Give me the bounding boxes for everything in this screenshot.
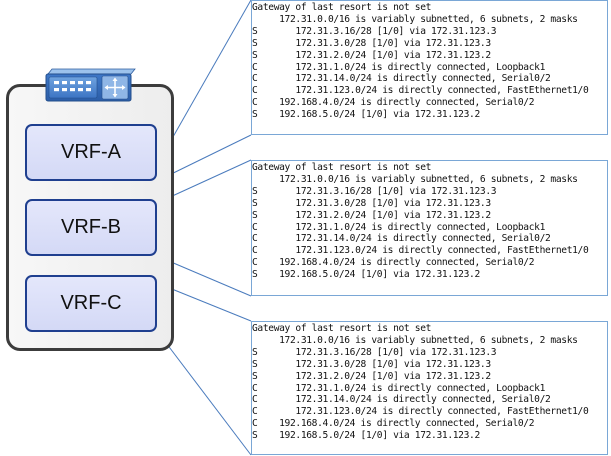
routing-table-line: C 172.31.123.0/24 is directly connected,…	[252, 406, 589, 418]
routing-table-line: S 172.31.2.0/24 [1/0] via 172.31.123.2	[252, 49, 491, 61]
vrf-b-box: VRF-B	[25, 199, 157, 256]
routing-table-vrf-b: Gateway of last resort is not set 172.31…	[251, 160, 608, 296]
routing-table-line: S 172.31.3.0/28 [1/0] via 172.31.123.3	[252, 37, 491, 49]
routing-table-vrf-c: Gateway of last resort is not set 172.31…	[251, 321, 608, 455]
routing-table-line: C 192.168.4.0/24 is directly connected, …	[252, 257, 535, 269]
vrf-a-box: VRF-A	[25, 124, 157, 181]
routing-table-line: S 192.168.5.0/24 [1/0] via 172.31.123.2	[252, 269, 480, 281]
vrf-a-label: VRF-A	[61, 141, 121, 163]
routing-table-line: S 192.168.5.0/24 [1/0] via 172.31.123.2	[252, 109, 480, 121]
vrf-b-label: VRF-B	[61, 216, 121, 238]
routing-table-line: C 172.31.14.0/24 is directly connected, …	[252, 233, 551, 245]
routing-table-line: 172.31.0.0/16 is variably subnetted, 6 s…	[252, 334, 578, 346]
routing-table-line: Gateway of last resort is not set	[252, 162, 432, 173]
routing-table-line: C 172.31.14.0/24 is directly connected, …	[252, 394, 551, 406]
routing-table-line: S 172.31.2.0/24 [1/0] via 172.31.123.2	[252, 209, 491, 221]
routing-table-line: S 172.31.3.16/28 [1/0] via 172.31.123.3	[252, 185, 497, 197]
routing-table-line: S 172.31.3.0/28 [1/0] via 172.31.123.3	[252, 358, 491, 370]
router-switch-icon	[45, 68, 136, 102]
routing-table-vrf-a: Gateway of last resort is not set 172.31…	[251, 0, 608, 135]
routing-table-line: S 172.31.3.16/28 [1/0] via 172.31.123.3	[252, 25, 497, 37]
routing-table-line: Gateway of last resort is not set	[252, 323, 432, 334]
routing-table-line: C 172.31.14.0/24 is directly connected, …	[252, 73, 551, 85]
routing-table-line: 172.31.0.0/16 is variably subnetted, 6 s…	[252, 13, 578, 25]
routing-table-line: C 192.168.4.0/24 is directly connected, …	[252, 418, 535, 430]
routing-table-line: 172.31.0.0/16 is variably subnetted, 6 s…	[252, 173, 578, 185]
connector-vrf-c-bottom	[156, 330, 252, 456]
routing-table-line: C 172.31.123.0/24 is directly connected,…	[252, 245, 589, 257]
routing-table-line: C 192.168.4.0/24 is directly connected, …	[252, 97, 535, 109]
routing-table-line: S 172.31.2.0/24 [1/0] via 172.31.123.2	[252, 370, 491, 382]
routing-table-line: C 172.31.1.0/24 is directly connected, L…	[252, 221, 546, 233]
routing-table-line: Gateway of last resort is not set	[252, 2, 432, 13]
routing-table-line: S 172.31.3.0/28 [1/0] via 172.31.123.3	[252, 197, 491, 209]
vrf-c-box: VRF-C	[25, 275, 157, 332]
routing-table-line: C 172.31.1.0/24 is directly connected, L…	[252, 382, 546, 394]
routing-table-line: C 172.31.123.0/24 is directly connected,…	[252, 85, 589, 97]
vrf-c-label: VRF-C	[60, 292, 122, 314]
routing-table-line: S 192.168.5.0/24 [1/0] via 172.31.123.2	[252, 430, 480, 442]
routing-table-line: S 172.31.3.16/28 [1/0] via 172.31.123.3	[252, 346, 497, 358]
routing-table-line: C 172.31.1.0/24 is directly connected, L…	[252, 61, 546, 73]
